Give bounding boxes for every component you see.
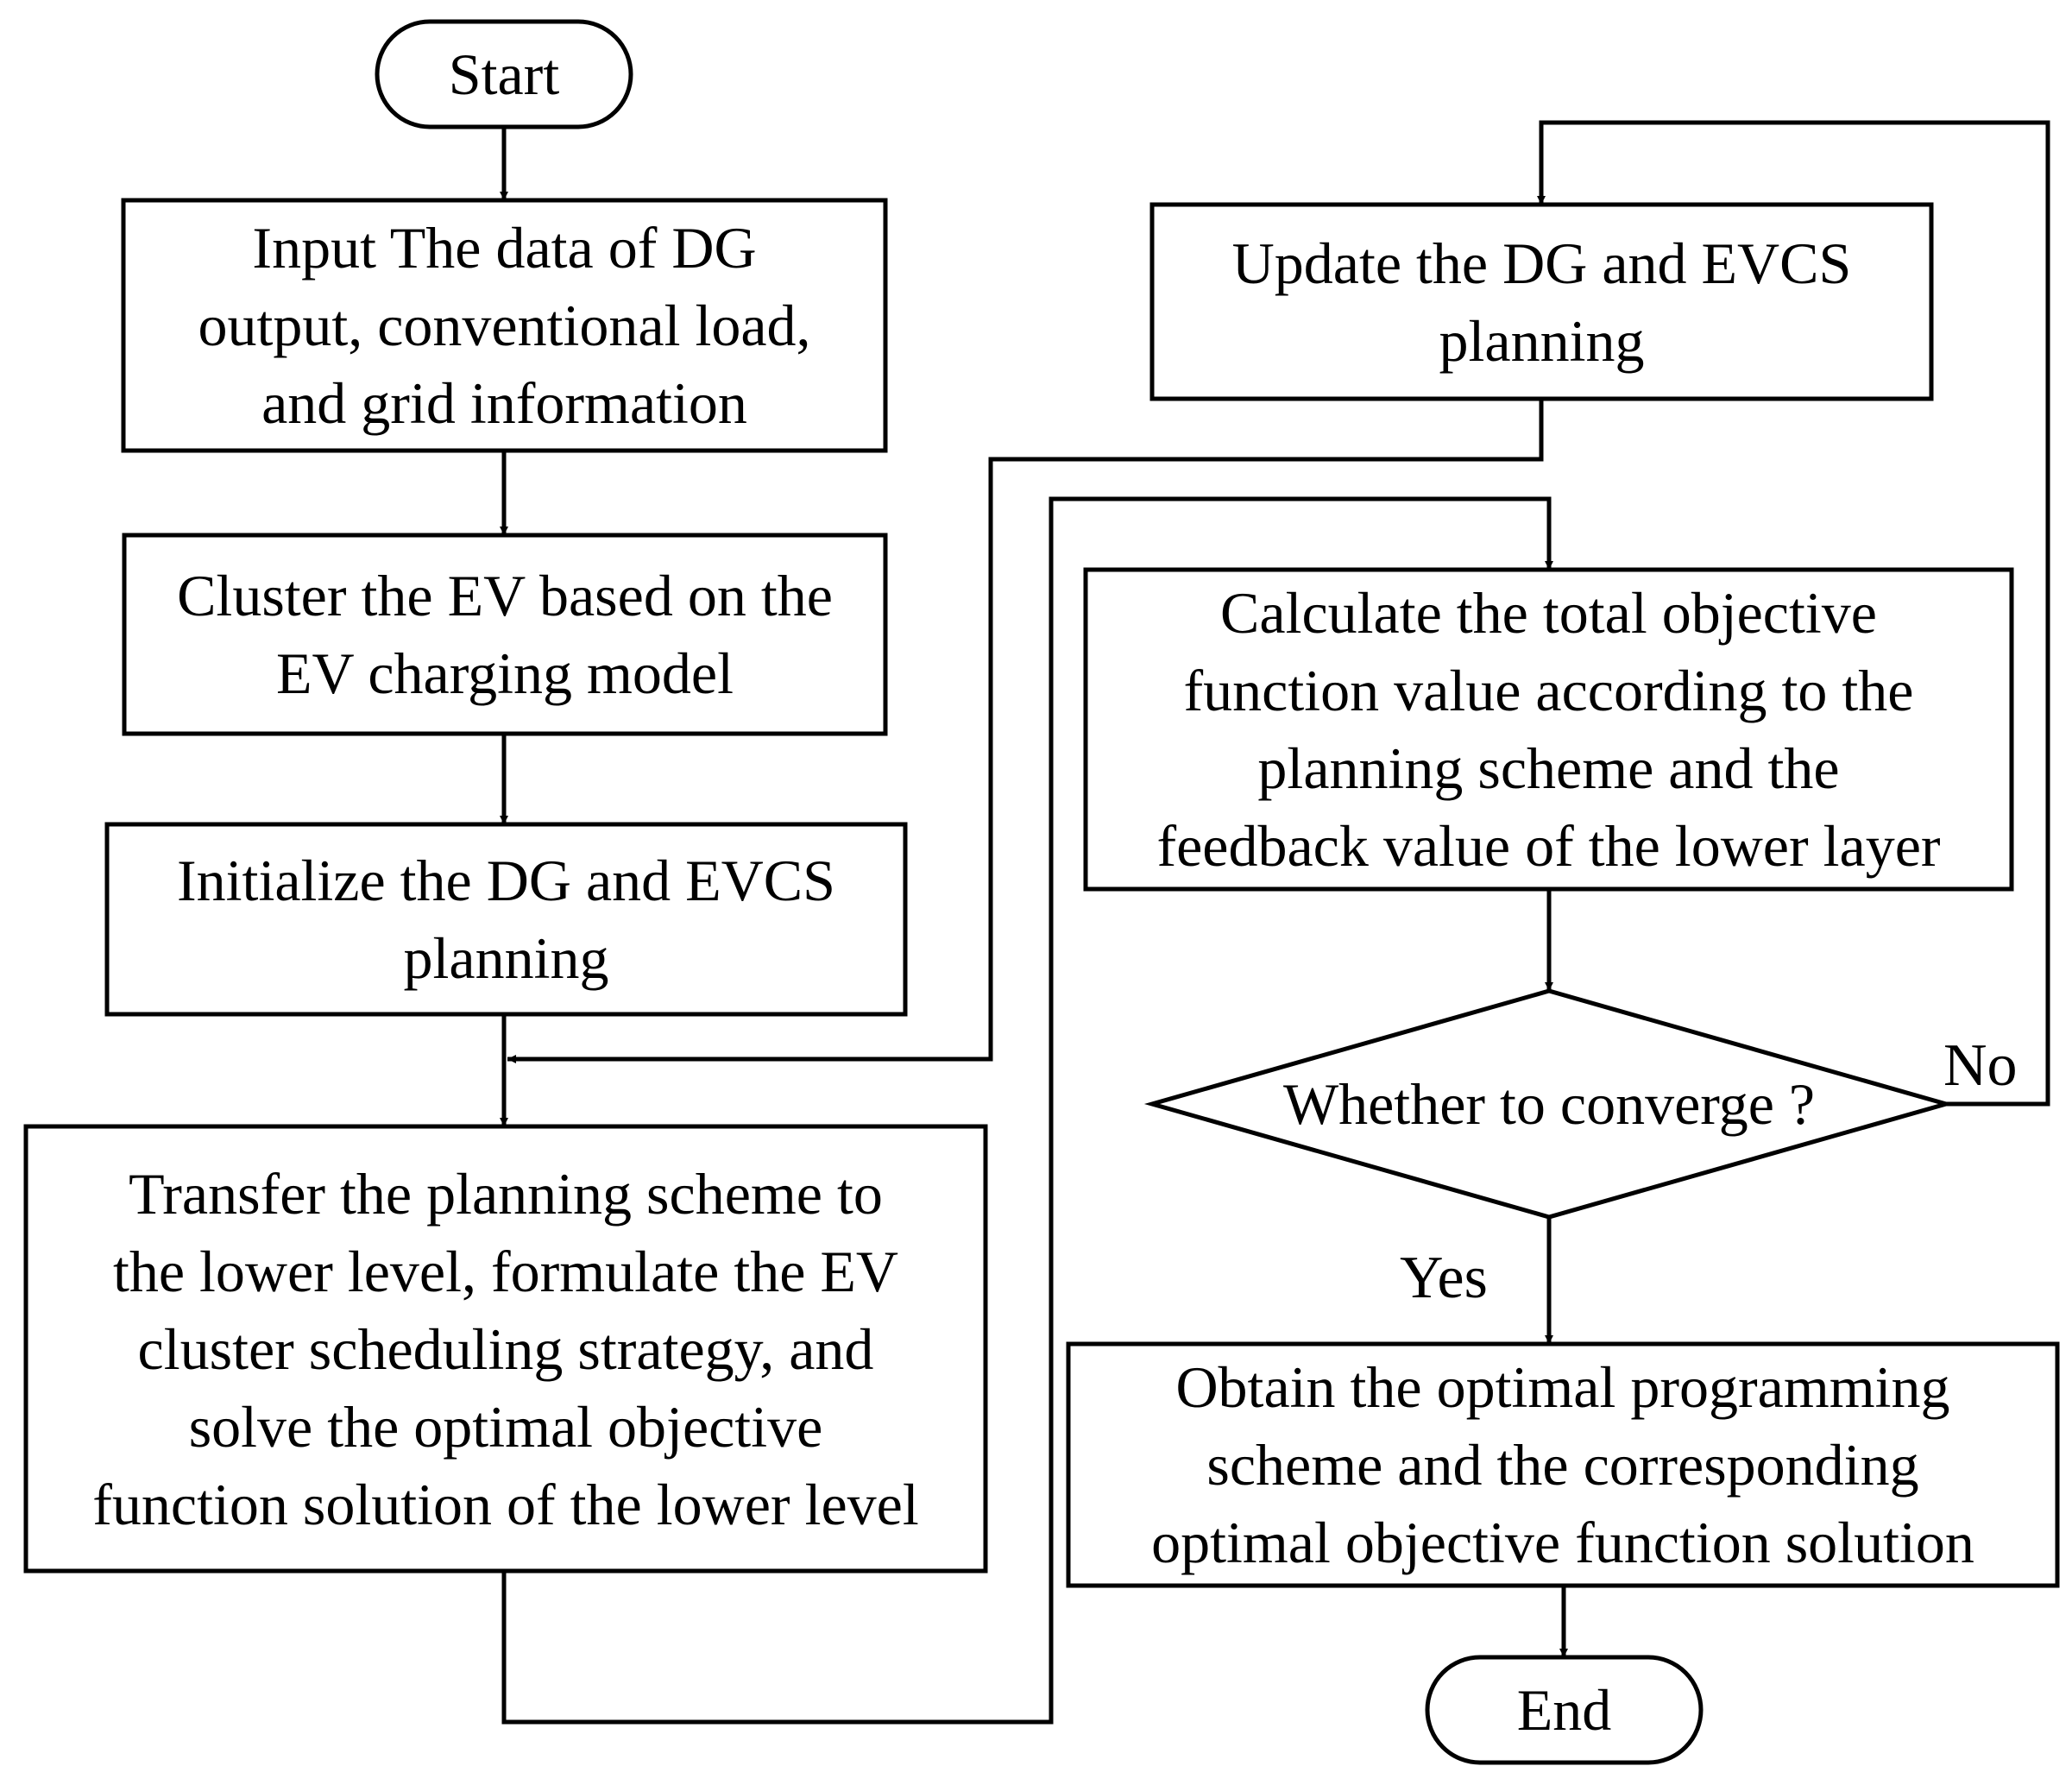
calculate-text-line: Calculate the total objective (1220, 580, 1877, 646)
obtain-solution-step: Obtain the optimal programming scheme and… (1068, 1344, 2057, 1586)
start-terminal-label: Start (377, 22, 631, 127)
end-terminal-label: End (1427, 1657, 1701, 1763)
cluster-text-line: Cluster the EV based on the (177, 563, 833, 628)
calculate-objective-step: Calculate the total objective function va… (1086, 570, 2012, 889)
initialize-planning-step: Initialize the DG and EVCS planning (107, 824, 905, 1014)
update-text-line: planning (1439, 307, 1645, 374)
input-text-line: Input The data of DG (252, 215, 757, 281)
yes-branch-label: Yes (1400, 1245, 1488, 1311)
edge-converge-no-update (1537, 120, 2050, 1107)
edge-transfer-calculate (501, 496, 1553, 1725)
calculate-text-line: function value according to the (1183, 658, 1914, 723)
obtain-text-line: Obtain the optimal programming (1175, 1354, 1950, 1420)
input-shape (121, 198, 888, 453)
transfer-text-line: Transfer the planning scheme to (129, 1160, 883, 1227)
input-text-line: output, conventional load, (198, 293, 811, 358)
transfer-text-line: cluster scheduling strategy, and (137, 1315, 874, 1382)
obtain-shape (1066, 1341, 2060, 1588)
transfer-text-line: the lower level, formulate the EV (112, 1238, 899, 1304)
cluster-text-line: EV charging model (275, 640, 734, 706)
transfer-shape (23, 1124, 988, 1574)
converge-text-line: Whether to converge ? (1282, 1071, 1816, 1137)
input-data-step: Input The data of DG output, conventional… (123, 200, 885, 451)
edge-update-join (507, 399, 1544, 1063)
input-text-line: and grid information (261, 370, 747, 436)
obtain-text-line: scheme and the corresponding (1206, 1432, 1919, 1498)
start-text-line: Start (448, 41, 560, 107)
transfer-text-line: function solution of the lower level (92, 1471, 919, 1537)
transfer-text-line: solve the optimal objective (188, 1393, 823, 1460)
cluster-ev-step: Cluster the EV based on the EV charging m… (124, 535, 885, 734)
obtain-text-line: optimal objective function solution (1151, 1510, 1974, 1575)
calculate-text-line: feedback value of the lower layer (1156, 813, 1941, 879)
no-branch-label: No (1943, 1032, 2018, 1099)
initialize-text-line: Initialize the DG and EVCS (177, 848, 835, 913)
transfer-scheme-step: Transfer the planning scheme to the lower… (26, 1126, 986, 1571)
update-text-line: Update the DG and EVCS (1231, 230, 1852, 296)
end-text-line: End (1516, 1677, 1612, 1743)
converge-decision-label: Whether to converge ? (1152, 991, 1946, 1217)
initialize-text-line: planning (403, 925, 609, 991)
update-planning-step: Update the DG and EVCS planning (1152, 205, 1931, 399)
initialize-shape (104, 822, 908, 1017)
calculate-text-line: planning scheme and the (1257, 735, 1840, 801)
